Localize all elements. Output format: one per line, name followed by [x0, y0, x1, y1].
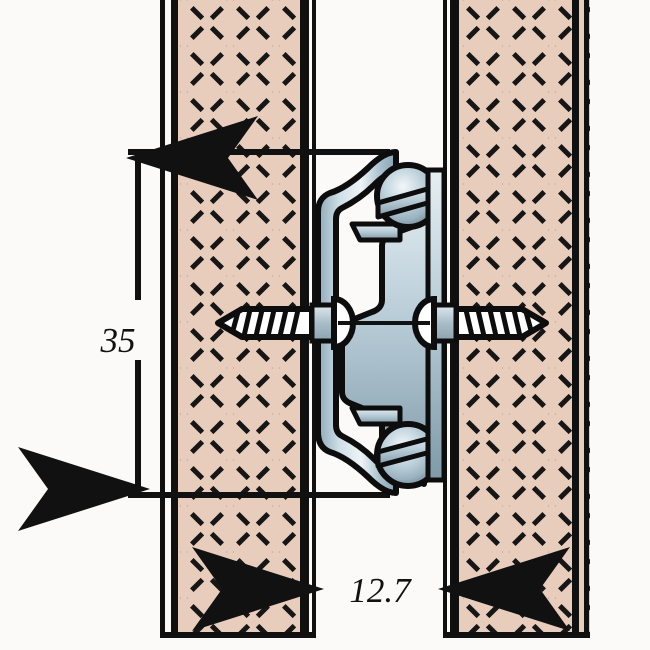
left-screw-threads	[229, 309, 301, 337]
right-panel-bottom-edge	[443, 632, 590, 638]
height-dimension: 35	[18, 116, 390, 531]
right-screw-threads	[463, 309, 535, 337]
ball-bearing-drawer-slide	[315, 149, 447, 496]
right-mounting-screw	[412, 295, 549, 351]
right-panel-outer-edge	[584, 0, 589, 638]
thickness-dimension-label: 12.7	[349, 571, 412, 610]
height-dimension-label: 35	[100, 321, 136, 360]
right-screw-neck	[431, 302, 459, 344]
rail-detail-lower	[349, 405, 403, 427]
rail-detail-upper	[349, 221, 403, 243]
left-panel-inner-edge	[171, 0, 178, 638]
left-panel-outer-edge	[160, 0, 165, 638]
left-panel-edge-gap	[165, 0, 171, 638]
left-panel-bottom-edge	[160, 632, 316, 638]
right-panel-edge-gap	[579, 0, 584, 638]
left-screw-neck	[309, 302, 337, 344]
left-mounting-screw	[215, 295, 356, 351]
thickness-dimension: 12.7	[192, 547, 570, 631]
right-panel-inner-edge	[572, 0, 579, 638]
